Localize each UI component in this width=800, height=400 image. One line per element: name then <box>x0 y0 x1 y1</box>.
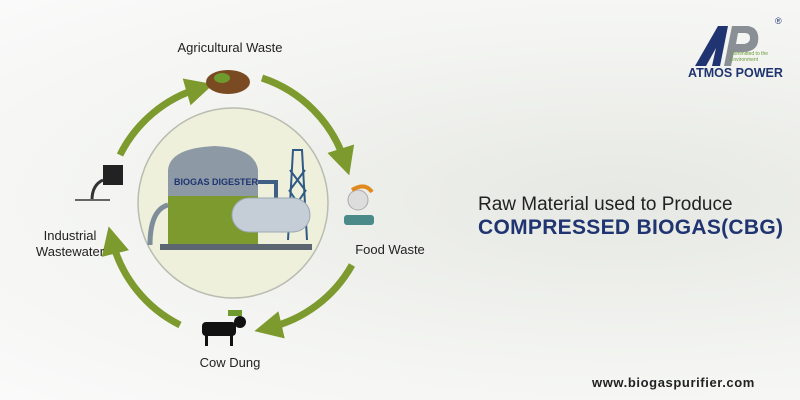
biogas-digester-illustration <box>147 146 312 250</box>
node-food-waste: Food Waste <box>355 242 425 257</box>
brand-tagline: Committed to the Environment <box>730 51 769 63</box>
agricultural-waste-icon <box>206 70 250 94</box>
cow-icon <box>202 310 246 346</box>
node-cow-dung: Cow Dung <box>199 355 261 370</box>
registered-mark: ® <box>775 16 782 26</box>
industrial-wastewater-icon <box>75 165 123 201</box>
website-url[interactable]: www.biogaspurifier.com <box>592 375 755 390</box>
center-label: BIOGAS DIGESTER <box>174 177 259 187</box>
arrow-bottom-left <box>101 226 182 329</box>
arrow-left-top <box>116 78 214 157</box>
arrow-top-right <box>260 74 355 176</box>
arrow-right-bottom <box>254 263 356 339</box>
atmos-power-logo <box>695 26 759 66</box>
node-industrial-wastewater: Industrial Wastewater <box>35 228 105 259</box>
brand-name: ATMOS POWER <box>688 66 783 80</box>
food-waste-icon <box>344 184 374 225</box>
heading-line1: Raw Material used to Produce <box>478 194 733 215</box>
heading-line2: COMPRESSED BIOGAS(CBG) <box>478 216 784 239</box>
node-agricultural-waste: Agricultural Waste <box>177 40 283 55</box>
